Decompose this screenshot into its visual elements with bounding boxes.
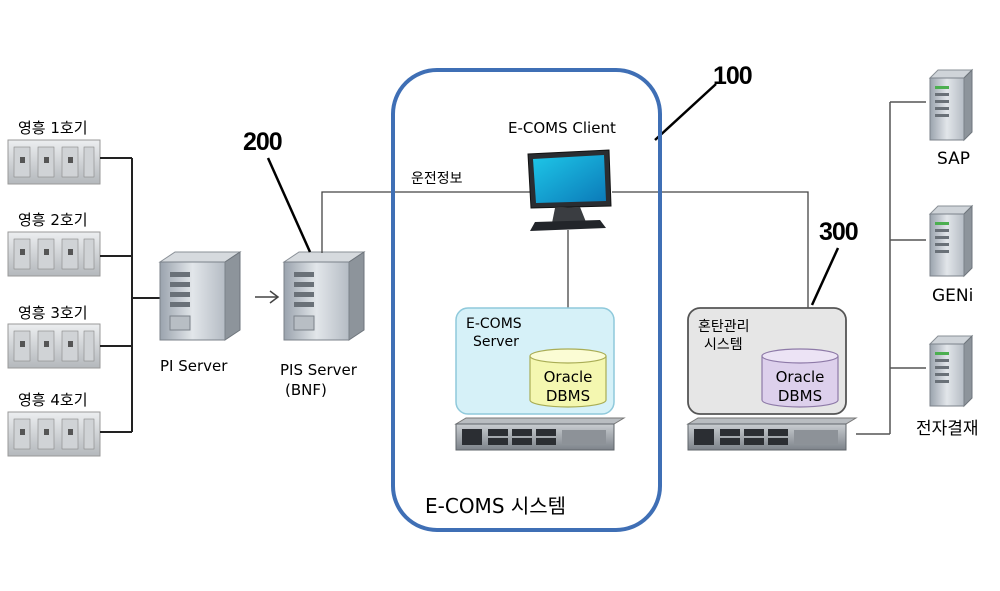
ecoms-db-label: Oracle DBMS <box>531 368 605 406</box>
ref-300-leader <box>812 248 838 305</box>
pis-server-sublabel: (BNF) <box>285 381 327 399</box>
external-bus-lines <box>856 102 926 434</box>
pi-server-label: PI Server <box>160 357 227 375</box>
ref-200-leader <box>268 158 310 252</box>
generator-label-4: 영흥 4호기 <box>18 389 88 410</box>
ecoms-server-sublabel: Server <box>473 334 519 350</box>
ref-100-leader <box>655 84 716 140</box>
generator-panel-3 <box>8 324 100 368</box>
ecoms-client-monitor <box>528 150 611 231</box>
pis-server-tower <box>284 252 364 340</box>
geni-label: GENi <box>932 286 973 306</box>
ecoms-client-label: E-COMS Client <box>508 119 616 137</box>
e-approval-server <box>930 336 972 406</box>
coal-system-sublabel: 시스템 <box>704 334 743 354</box>
ecoms-db-line2: DBMS <box>531 387 605 406</box>
generator-panel-1 <box>8 140 100 184</box>
ref-number-300: 300 <box>819 218 858 247</box>
coal-db-label: Oracle DBMS <box>763 368 837 406</box>
geni-server <box>930 206 972 276</box>
pis-server-label: PIS Server <box>280 361 357 379</box>
connection-label: 운전정보 <box>411 168 463 188</box>
ecoms-db-line1: Oracle <box>531 368 605 387</box>
pi-server-tower <box>160 252 240 340</box>
coal-db-line2: DBMS <box>763 387 837 406</box>
arrow-pi-to-pis <box>255 291 278 303</box>
ecoms-system-title: E-COMS 시스템 <box>425 490 566 519</box>
e-approval-label: 전자결재 <box>916 414 979 439</box>
generator-panel-4 <box>8 412 100 456</box>
ref-number-200: 200 <box>243 128 282 157</box>
generator-label-2: 영흥 2호기 <box>18 209 88 230</box>
generator-label-3: 영흥 3호기 <box>18 302 88 323</box>
generator-bus-lines <box>100 158 160 432</box>
ref-number-100: 100 <box>713 62 752 91</box>
ecoms-server-label: E-COMS <box>466 316 522 332</box>
sap-label: SAP <box>937 149 970 169</box>
coal-rack-server <box>688 418 856 450</box>
sap-server <box>930 70 972 140</box>
generator-label-1: 영흥 1호기 <box>18 117 88 138</box>
coal-system-label: 혼탄관리 <box>698 316 750 336</box>
generator-panel-2 <box>8 232 100 276</box>
coal-db-line1: Oracle <box>763 368 837 387</box>
ecoms-system-boundary <box>393 70 660 530</box>
ecoms-rack-server <box>456 418 624 450</box>
